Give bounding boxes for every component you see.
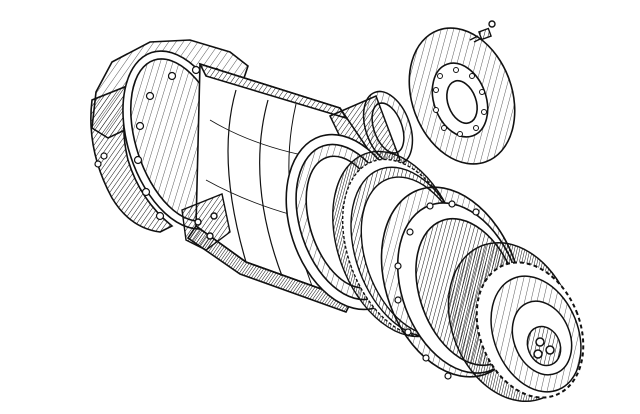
cover-disc-bolt-holes bbox=[433, 67, 487, 137]
exploded-cover-disc bbox=[408, 27, 516, 165]
output-spline-gear bbox=[447, 241, 585, 403]
exploded-bolt bbox=[469, 20, 496, 43]
mounting-bracket bbox=[181, 193, 231, 251]
front-flange-bolts bbox=[394, 200, 480, 380]
